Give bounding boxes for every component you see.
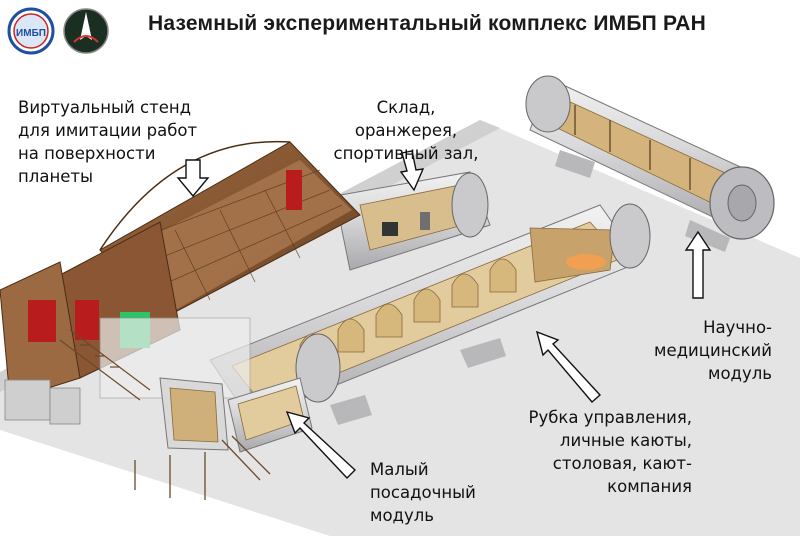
svg-text:ИМБП: ИМБП [16,28,46,39]
storage-module [334,171,491,271]
page-title: Наземный экспериментальный комплекс ИМБП… [148,12,707,35]
callout-line: спортивный зал, [333,144,479,163]
arrow-lander [285,410,357,480]
callout-line: Виртуальный стенд [18,98,192,117]
callout-virtual-stand: Виртуальный стенд для имитации работ на … [18,96,197,188]
imbp-logo-right [63,8,109,54]
callout-line: Малый [370,460,429,479]
callout-lander: Малый посадочный модуль [370,458,476,527]
callout-line: планеты [18,167,94,186]
callout-control: Рубка управления, личные каюты, столовая… [520,406,692,498]
callout-line: посадочный [370,483,476,502]
callout-line: компания [607,477,692,496]
imbp-logo-left: ИМБП [7,7,55,55]
callout-line: для имитации работ [18,121,198,140]
callout-line: на поверхности [18,144,156,163]
callout-line: Научно- [703,318,772,337]
control-cabins-module [209,203,651,425]
callout-line: модуль [370,506,434,525]
callout-line: Склад, оранжерея, [354,98,458,140]
arrow-virtual-stand [176,159,210,198]
arrow-control [535,330,602,403]
callout-line: медицинский [654,341,772,360]
medical-module [525,75,775,252]
arrow-medical [684,230,712,299]
callout-line: Рубка управления, [528,408,692,427]
callout-storage: Склад, оранжерея, спортивный зал, [326,96,486,165]
callout-line: личные каюты, [559,431,692,450]
arrow-storage [399,150,425,192]
callout-arrows [176,150,712,480]
small-lander-module [134,377,313,500]
callout-medical: Научно- медицинский модуль [640,316,772,385]
callout-line: модуль [708,364,772,383]
callout-line: столовая, кают- [552,454,692,473]
